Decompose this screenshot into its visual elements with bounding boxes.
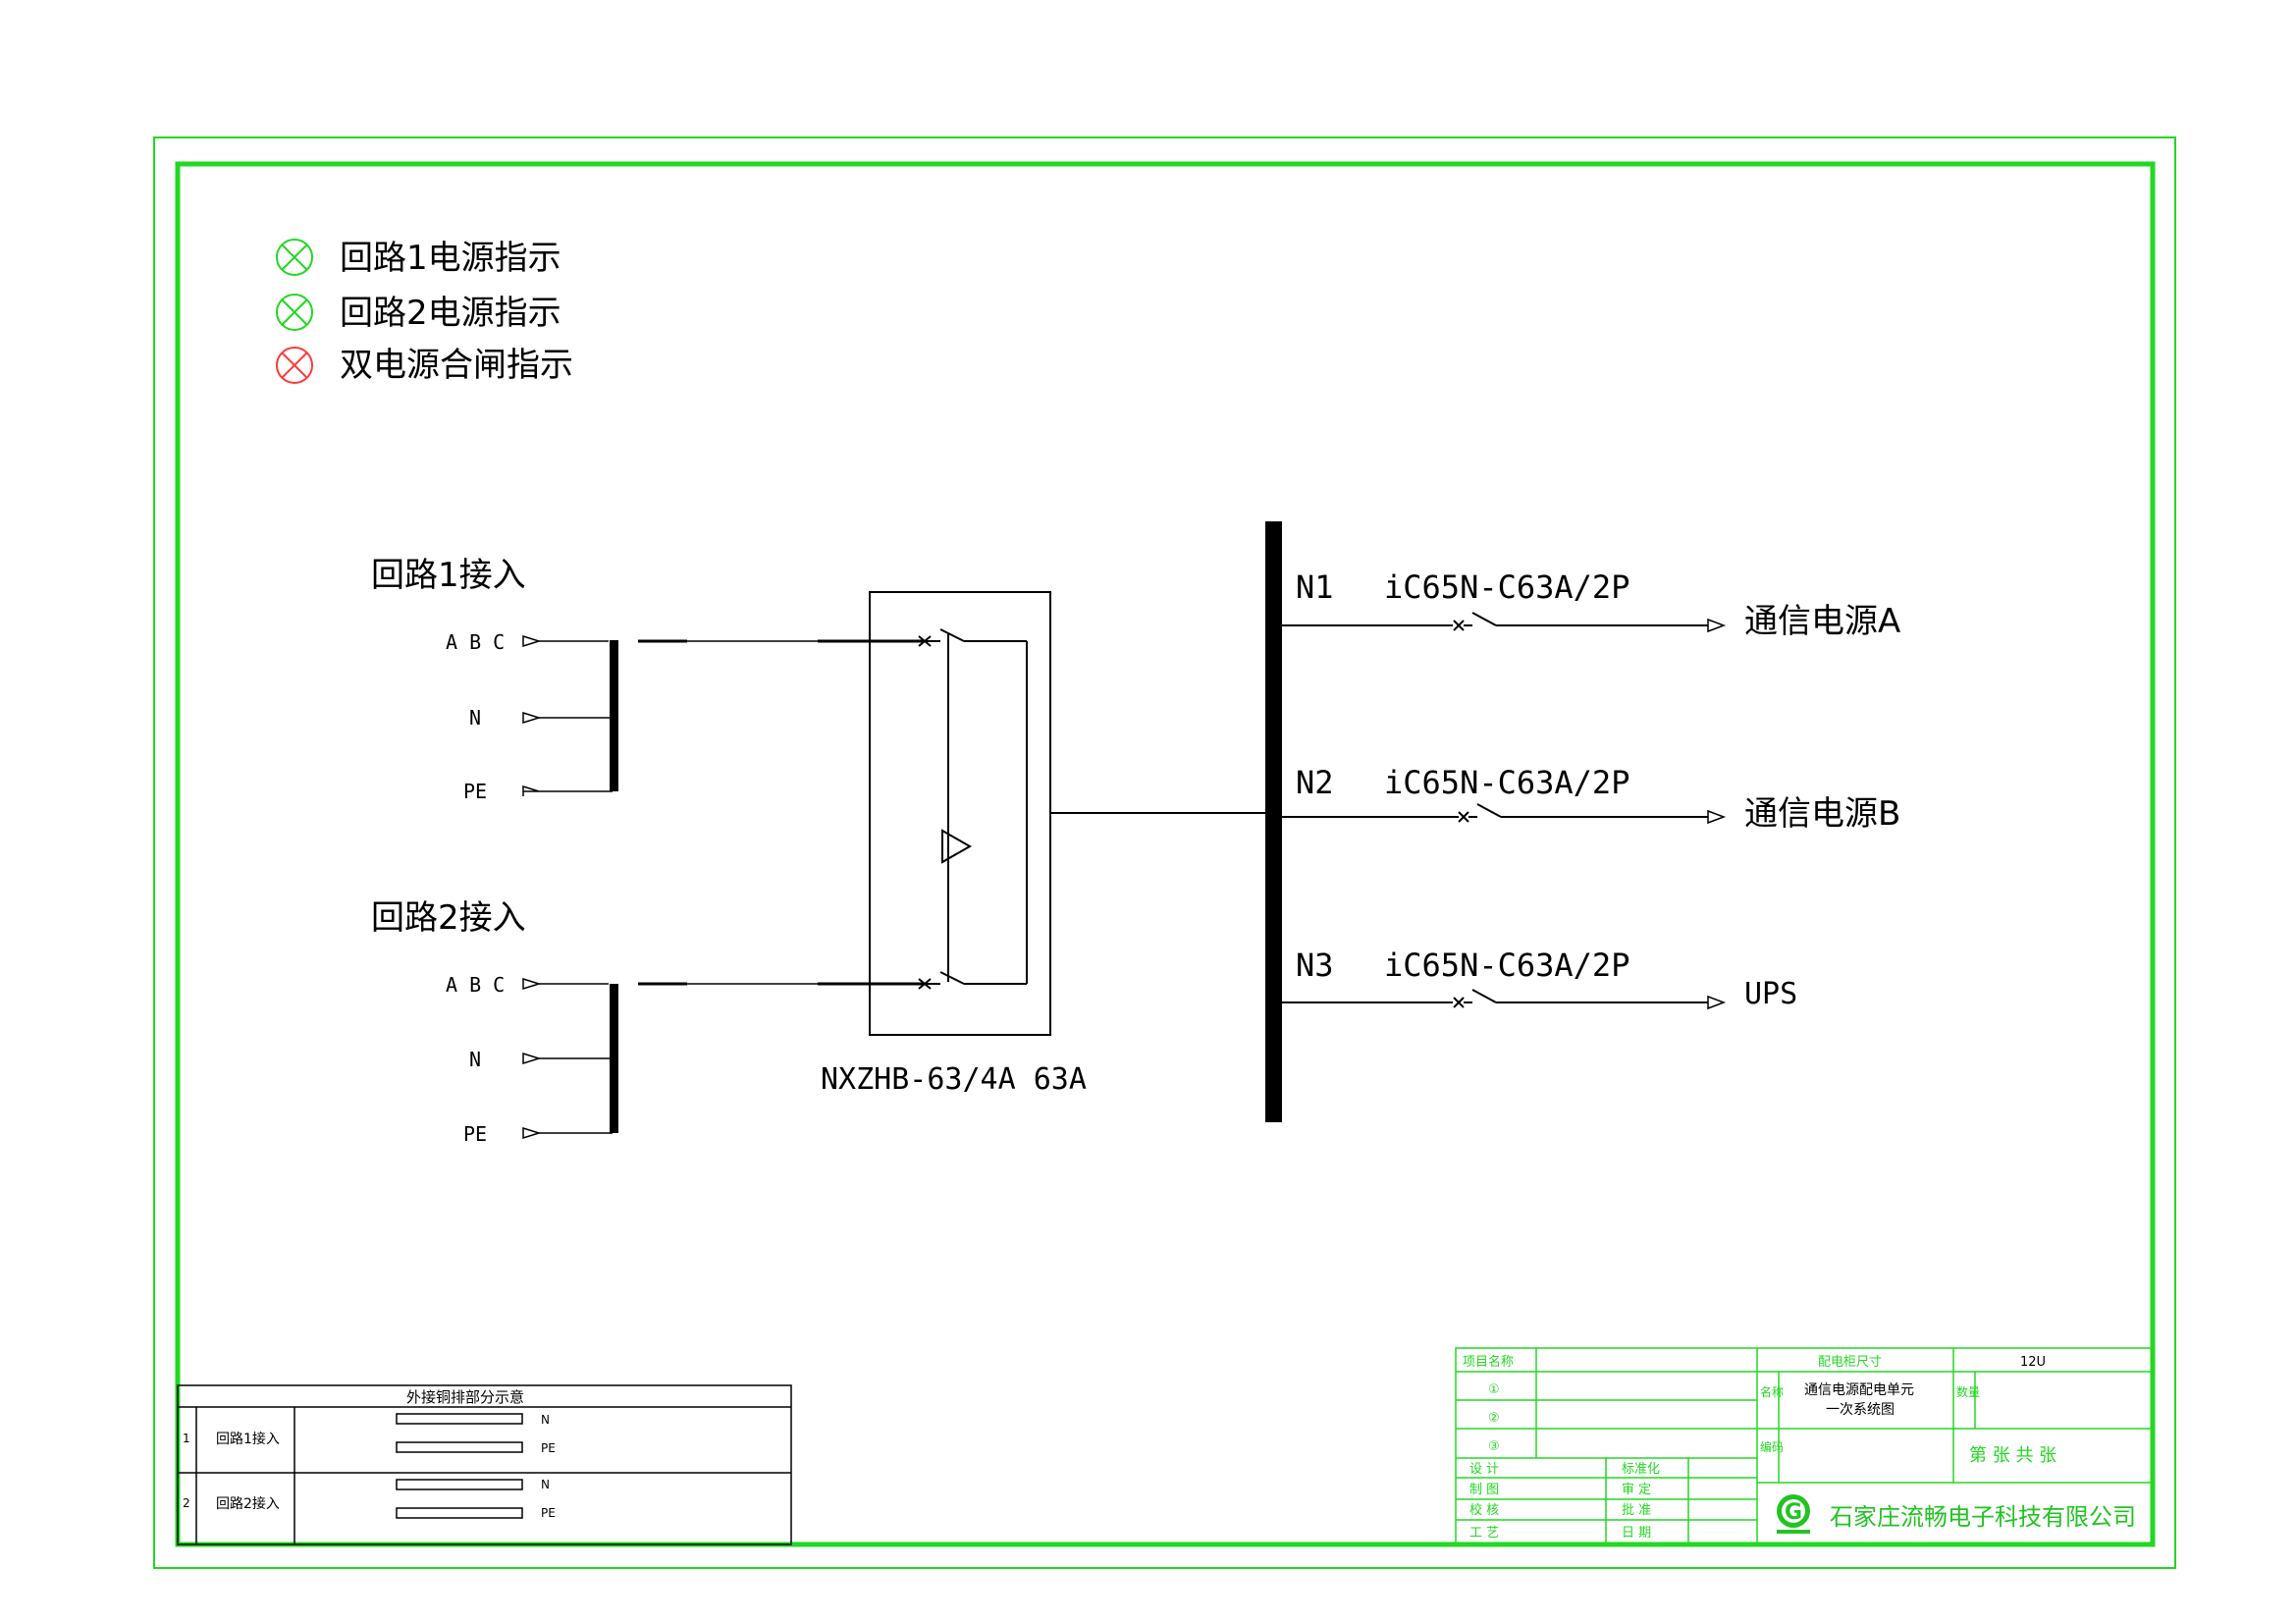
branch-n2-breaker: iC65N-C63A/2P	[1384, 764, 1629, 801]
tb-item-2: ②	[1488, 1411, 1500, 1426]
input-1-busbar	[610, 640, 618, 791]
legend: 回路1电源指示 回路2电源指示 双电源合闸指示	[276, 239, 573, 385]
copper-row-2-no: 2	[183, 1496, 190, 1510]
lamp-green-icon	[276, 294, 313, 331]
tb-role-review: 审 定	[1622, 1483, 1651, 1497]
legend-label-1: 回路1电源指示	[340, 239, 561, 278]
tb-cabinet-size-label: 配电柜尺寸	[1818, 1355, 1882, 1370]
input-2-terminal-n: N	[469, 1048, 481, 1071]
tb-quantity-label: 数量	[1956, 1384, 1980, 1399]
main-busbar	[1265, 521, 1282, 1122]
branch-n3: N3 iC65N-C63A/2P UPS	[1282, 947, 1797, 1011]
inner-frame	[175, 161, 2156, 1547]
branch-n2-load: 通信电源B	[1744, 794, 1900, 834]
branch-n3-load: UPS	[1744, 977, 1797, 1011]
input-1-terminal-abc: A B C	[446, 630, 505, 654]
company-logo-icon: G	[1777, 1494, 1810, 1534]
branch-n3-id: N3	[1296, 947, 1334, 984]
copper-row-1-bar-pe: PE	[541, 1441, 556, 1455]
input-2-terminal-abc: A B C	[446, 973, 505, 997]
copper-row-1-bar-n: N	[541, 1413, 550, 1427]
input-2-title: 回路2接入	[371, 898, 526, 938]
copper-row-1-no: 1	[183, 1432, 190, 1445]
copper-table-title: 外接铜排部分示意	[406, 1388, 524, 1406]
title-block: 项目名称 ① ② ③ 设 计 制 图 校 核 工 艺 标准化 审 定 批 准 日…	[1455, 1347, 2154, 1545]
legend-label-3: 双电源合闸指示	[340, 346, 573, 385]
tb-role-process: 工 艺	[1469, 1526, 1499, 1541]
dual-power-transfer-switch	[869, 591, 1266, 1036]
tb-item-3: ③	[1488, 1439, 1500, 1454]
tb-item-1: ①	[1488, 1382, 1500, 1397]
legend-label-2: 回路2电源指示	[340, 294, 561, 333]
tb-company-name: 石家庄流畅电子科技有限公司	[1830, 1503, 2136, 1531]
tb-role-approve: 批 准	[1622, 1503, 1651, 1518]
input-2-terminal-pe: PE	[463, 1122, 487, 1146]
input-1-terminal-n: N	[469, 706, 481, 730]
branch-n2: N2 iC65N-C63A/2P 通信电源B	[1282, 764, 1900, 834]
tb-code-label: 编码	[1760, 1439, 1784, 1454]
copper-bar-table: 外接铜排部分示意 1 回路1接入 N PE 2 回路2接入 N PE	[177, 1384, 792, 1545]
tb-role-design: 设 计	[1469, 1462, 1499, 1477]
outer-frame	[153, 136, 2176, 1569]
input-2-busbar	[610, 984, 618, 1133]
tb-role-draw: 制 图	[1469, 1483, 1499, 1497]
branch-n1-load: 通信电源A	[1744, 602, 1900, 641]
svg-text:G: G	[1785, 1500, 1802, 1525]
branch-n1-id: N1	[1296, 568, 1334, 606]
tb-drawing-name-line2: 一次系统图	[1826, 1402, 1895, 1418]
input-1-title: 回路1接入	[371, 556, 526, 595]
lamp-red-icon	[276, 347, 313, 384]
tb-role-check: 校 核	[1469, 1502, 1499, 1518]
input-1-terminal-pe: PE	[463, 780, 487, 803]
tb-role-standard: 标准化	[1622, 1462, 1660, 1477]
input-circuit-2: 回路2接入 A B C N PE	[371, 898, 928, 1146]
copper-row-2-bar-n: N	[541, 1478, 550, 1491]
tb-item-name-label: 项目名称	[1463, 1354, 1514, 1370]
copper-row-2-bar-pe: PE	[541, 1506, 556, 1520]
input-circuit-1: 回路1接入 A B C N PE	[371, 556, 928, 803]
tb-cabinet-size-value: 12U	[2020, 1355, 2046, 1370]
tb-drawing-name-line1: 通信电源配电单元	[1804, 1382, 1914, 1398]
branch-n3-breaker: iC65N-C63A/2P	[1384, 947, 1629, 984]
tb-name-label: 名称	[1760, 1384, 1784, 1399]
tb-sheet-info: 第 张 共 张	[1969, 1445, 2056, 1466]
branch-n1-breaker: iC65N-C63A/2P	[1384, 568, 1629, 606]
tb-role-date: 日 期	[1622, 1526, 1651, 1541]
ats-model-label: NXZHB-63/4A 63A	[821, 1062, 1087, 1097]
branch-n1: N1 iC65N-C63A/2P 通信电源A	[1282, 568, 1900, 641]
copper-row-2-name: 回路2接入	[216, 1495, 280, 1512]
copper-row-1-name: 回路1接入	[216, 1431, 280, 1447]
lamp-green-icon	[276, 239, 313, 276]
branch-n2-id: N2	[1296, 764, 1334, 801]
